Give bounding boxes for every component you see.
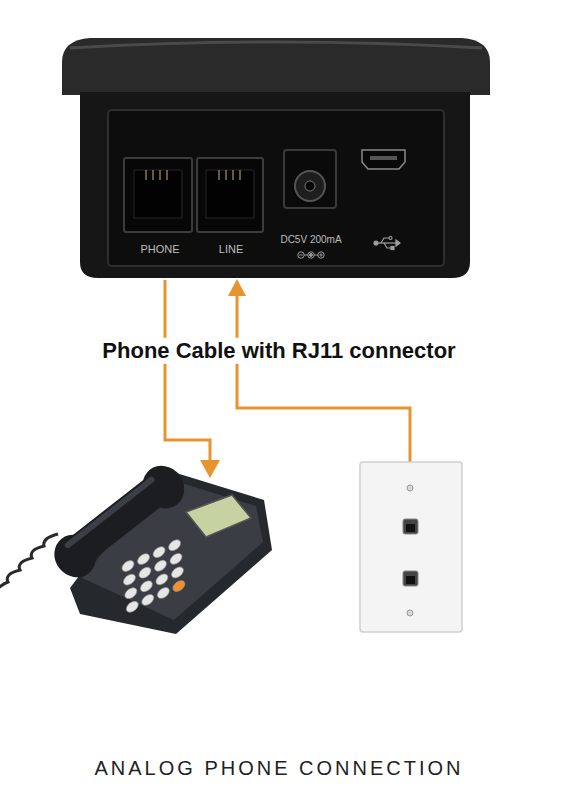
usb-tongue xyxy=(370,156,397,160)
device-lid xyxy=(62,38,490,95)
polarity-symbol xyxy=(298,252,324,258)
lid-highlight xyxy=(70,42,482,48)
screw xyxy=(407,485,413,491)
wall-jack xyxy=(403,519,418,534)
port-panel xyxy=(108,110,444,266)
port-label: PHONE xyxy=(136,243,183,256)
rj11-jack xyxy=(197,158,263,232)
keypad xyxy=(122,538,186,614)
device-body xyxy=(80,92,470,278)
caption: ANALOG PHONE CONNECTION xyxy=(94,757,463,780)
jack-opening xyxy=(134,170,182,218)
device xyxy=(62,38,490,278)
usb-symbol xyxy=(374,237,400,250)
cable-label: Phone Cable with RJ11 connector xyxy=(98,338,459,364)
jack-opening xyxy=(406,524,415,532)
lcd-display xyxy=(186,495,251,537)
handset xyxy=(46,457,193,585)
wall-plate xyxy=(360,462,462,632)
plate xyxy=(360,462,462,632)
port-label: LINE xyxy=(215,243,247,256)
label-text: LINE xyxy=(219,243,243,255)
label-text: PHONE xyxy=(140,243,179,255)
coiled-cord xyxy=(0,534,58,636)
wall-jack xyxy=(403,571,418,586)
rj11-jack xyxy=(124,158,192,232)
arrowhead xyxy=(200,460,220,478)
label-text: DC5V 200mA xyxy=(280,234,341,245)
arrowhead xyxy=(228,279,246,296)
caption-text: ANALOG PHONE CONNECTION xyxy=(94,757,463,779)
jack-opening xyxy=(406,576,415,584)
dc-pin xyxy=(305,181,315,191)
usb-port xyxy=(362,150,405,169)
screw xyxy=(407,610,413,616)
jack-opening xyxy=(206,170,254,218)
jack-pins xyxy=(219,170,240,180)
label-text: Phone Cable with RJ11 connector xyxy=(102,338,455,363)
dc-jack xyxy=(284,150,336,208)
power-label: DC5V 200mA xyxy=(276,234,345,246)
cable-line xyxy=(165,280,210,462)
dc-socket xyxy=(295,171,325,201)
telephone xyxy=(0,457,272,636)
jack-pins xyxy=(146,170,167,180)
